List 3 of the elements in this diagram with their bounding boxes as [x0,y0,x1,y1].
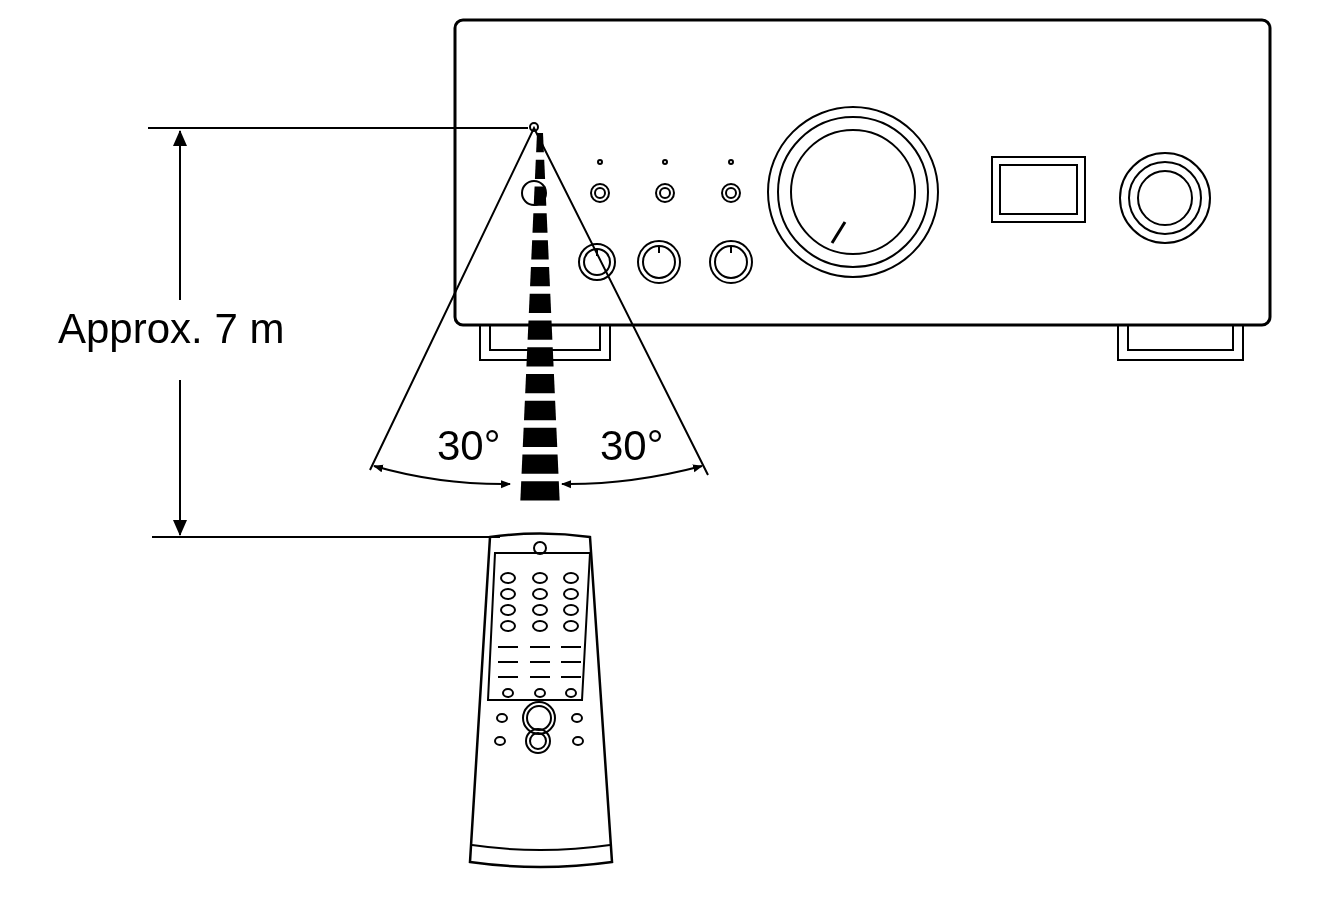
dimension-label: Approx. 7 m [58,308,285,350]
angle-label: 30° [600,425,664,467]
angle-label: 30° [437,425,501,467]
